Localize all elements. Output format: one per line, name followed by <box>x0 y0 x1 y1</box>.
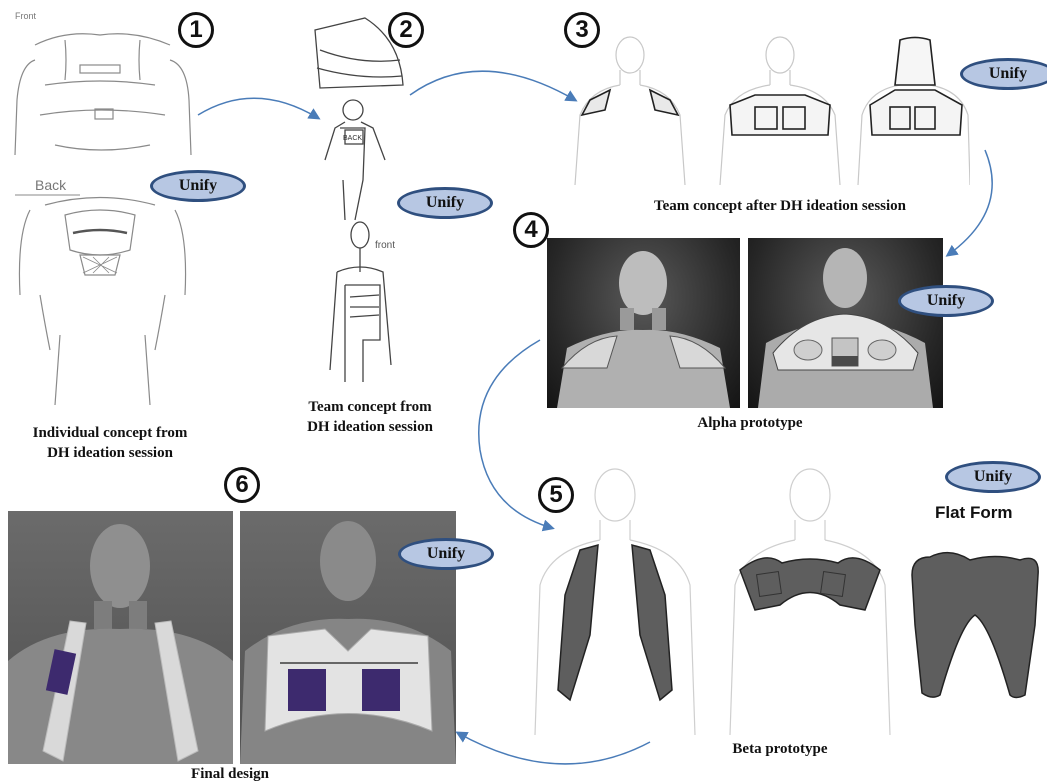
step-number-3: 3 <box>564 12 600 48</box>
unify-badge-5[interactable]: Unify <box>945 461 1041 493</box>
arrow-1-to-2 <box>198 98 318 118</box>
unify-badge-1[interactable]: Unify <box>150 170 246 202</box>
alpha-render-front <box>547 238 740 408</box>
step-number-2: 2 <box>388 12 424 48</box>
final-render-front <box>8 511 233 764</box>
step5-caption: Beta prototype <box>690 739 870 759</box>
step2-caption-line2: DH ideation session <box>275 417 465 437</box>
flat-form-label: Flat Form <box>935 503 1012 523</box>
arrow-5-to-6 <box>458 733 650 764</box>
sketch-drawing: Front Back <box>5 5 195 415</box>
step1-caption-line1: Individual concept from <box>10 423 210 443</box>
final-front-figure <box>8 511 233 764</box>
step4-caption: Alpha prototype <box>650 413 850 433</box>
unify-badge-4[interactable]: Unify <box>898 285 994 317</box>
alpha-front-figure <box>547 238 740 408</box>
step6-caption: Final design <box>140 764 320 784</box>
step3-caption: Team concept after DH ideation session <box>600 196 960 216</box>
unify-badge-2[interactable]: Unify <box>397 187 493 219</box>
sketch-front-label: Front <box>15 11 37 21</box>
step2-caption-line1: Team concept from <box>275 397 465 417</box>
step3-drawings <box>570 35 970 185</box>
unify-badge-3[interactable]: Unify <box>960 58 1047 90</box>
arrow-2-to-3 <box>410 71 575 100</box>
step2-caption: Team concept from DH ideation session <box>275 397 465 437</box>
step-number-4: 4 <box>513 212 549 248</box>
step1-sketch: Front Back <box>5 5 195 415</box>
step1-caption-line2: DH ideation session <box>10 443 210 463</box>
step-number-6: 6 <box>224 467 260 503</box>
unify-badge-6[interactable]: Unify <box>398 538 494 570</box>
team-concept-drawings <box>570 35 970 185</box>
step1-caption: Individual concept from DH ideation sess… <box>10 423 210 463</box>
alpha-render-back <box>748 238 943 408</box>
sketch-front-small: front <box>375 240 395 251</box>
alpha-back-figure <box>748 238 943 408</box>
sketch-back-label: Back <box>35 177 67 193</box>
step-number-1: 1 <box>178 12 214 48</box>
sketch-back-small: BACK <box>343 135 362 142</box>
